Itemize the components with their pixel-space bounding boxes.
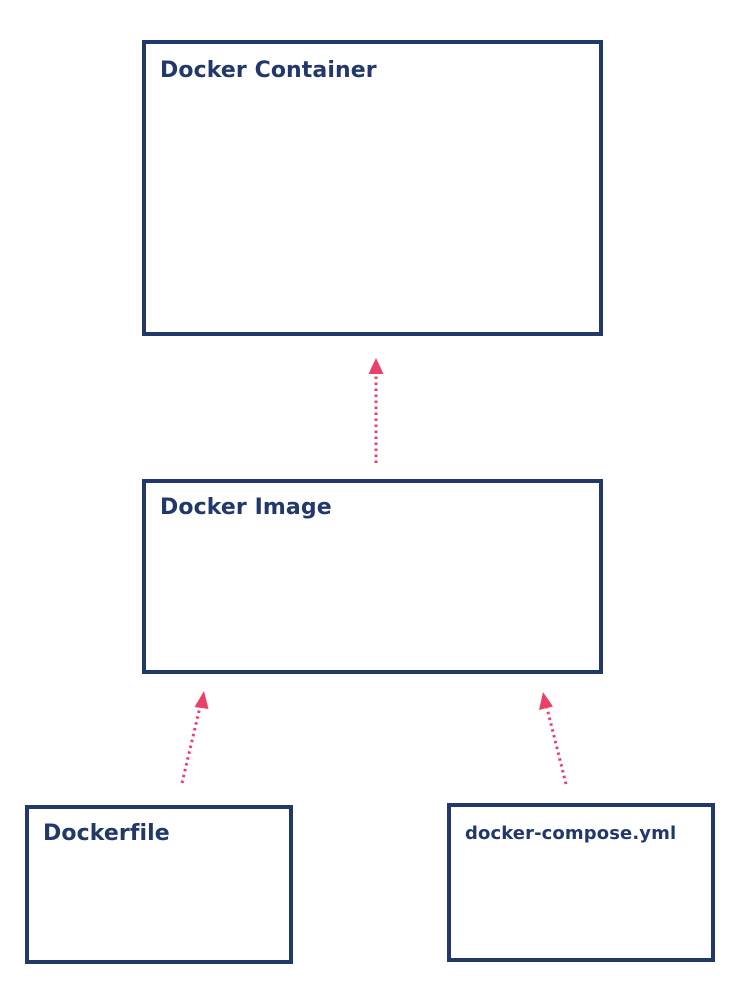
edge-image-to-container	[368, 358, 384, 463]
docker-container-node: Docker Container	[142, 40, 603, 336]
docker-compose-label: docker-compose.yml	[465, 823, 677, 844]
edge-compose-to-image	[539, 692, 568, 785]
docker-container-label: Docker Container	[160, 58, 377, 83]
docker-image-node: Docker Image	[142, 479, 603, 674]
edge-dockerfile-to-image	[180, 691, 209, 784]
docker-image-label: Docker Image	[160, 495, 332, 520]
docker-compose-node: docker-compose.yml	[447, 803, 715, 962]
dockerfile-label: Dockerfile	[43, 821, 170, 846]
dockerfile-node: Dockerfile	[25, 805, 293, 964]
